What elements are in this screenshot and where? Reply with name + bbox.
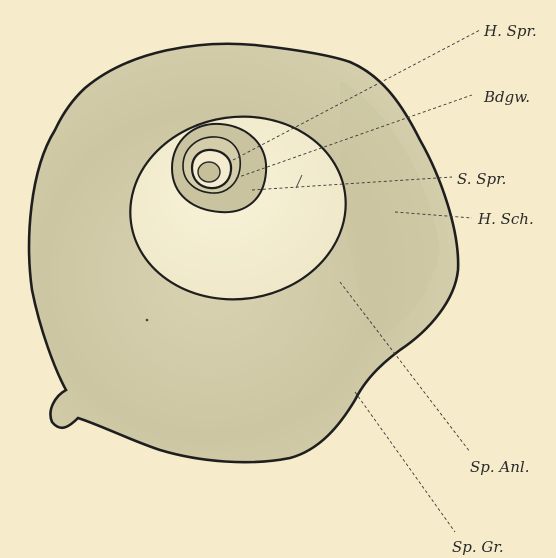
- label-sp-gr: Sp. Gr.: [452, 538, 504, 556]
- label-bdgw: Bdgw.: [483, 88, 530, 106]
- dot-mark: [146, 319, 149, 322]
- label-h-sch: H. Sch.: [477, 210, 534, 228]
- label-h-spr: H. Spr.: [483, 22, 537, 40]
- label-s-spr: S. Spr.: [457, 170, 506, 188]
- central-core: [198, 162, 220, 182]
- label-sp-anl: Sp. Anl.: [470, 458, 529, 476]
